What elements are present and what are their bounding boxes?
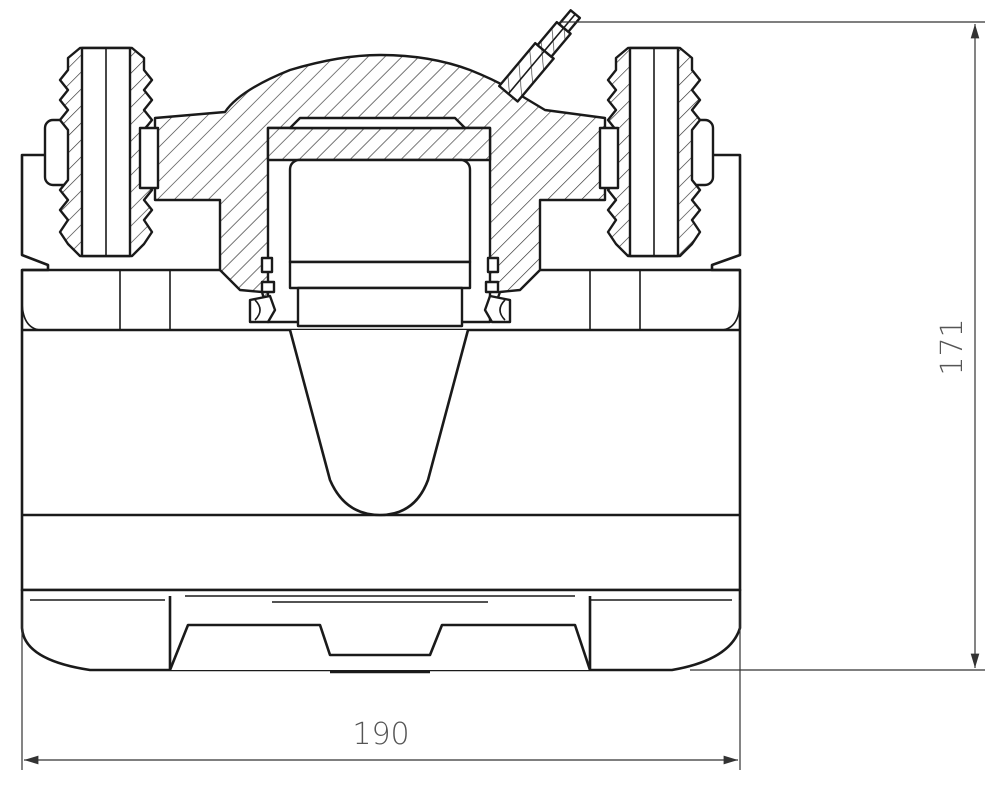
height-dimension: 171 bbox=[560, 21, 985, 671]
seal-left bbox=[248, 256, 277, 324]
caliper-section bbox=[153, 53, 607, 328]
guide-pin-boot-right bbox=[598, 46, 715, 258]
pad-carrier bbox=[20, 588, 742, 674]
width-dimension: 190 bbox=[21, 600, 741, 770]
guide-pin-boot-left bbox=[43, 46, 160, 258]
height-label: 171 bbox=[935, 318, 970, 375]
piston-cone bbox=[288, 329, 470, 517]
bleed-screw bbox=[498, 9, 582, 103]
width-label: 190 bbox=[352, 717, 409, 752]
seal-right bbox=[483, 256, 512, 324]
